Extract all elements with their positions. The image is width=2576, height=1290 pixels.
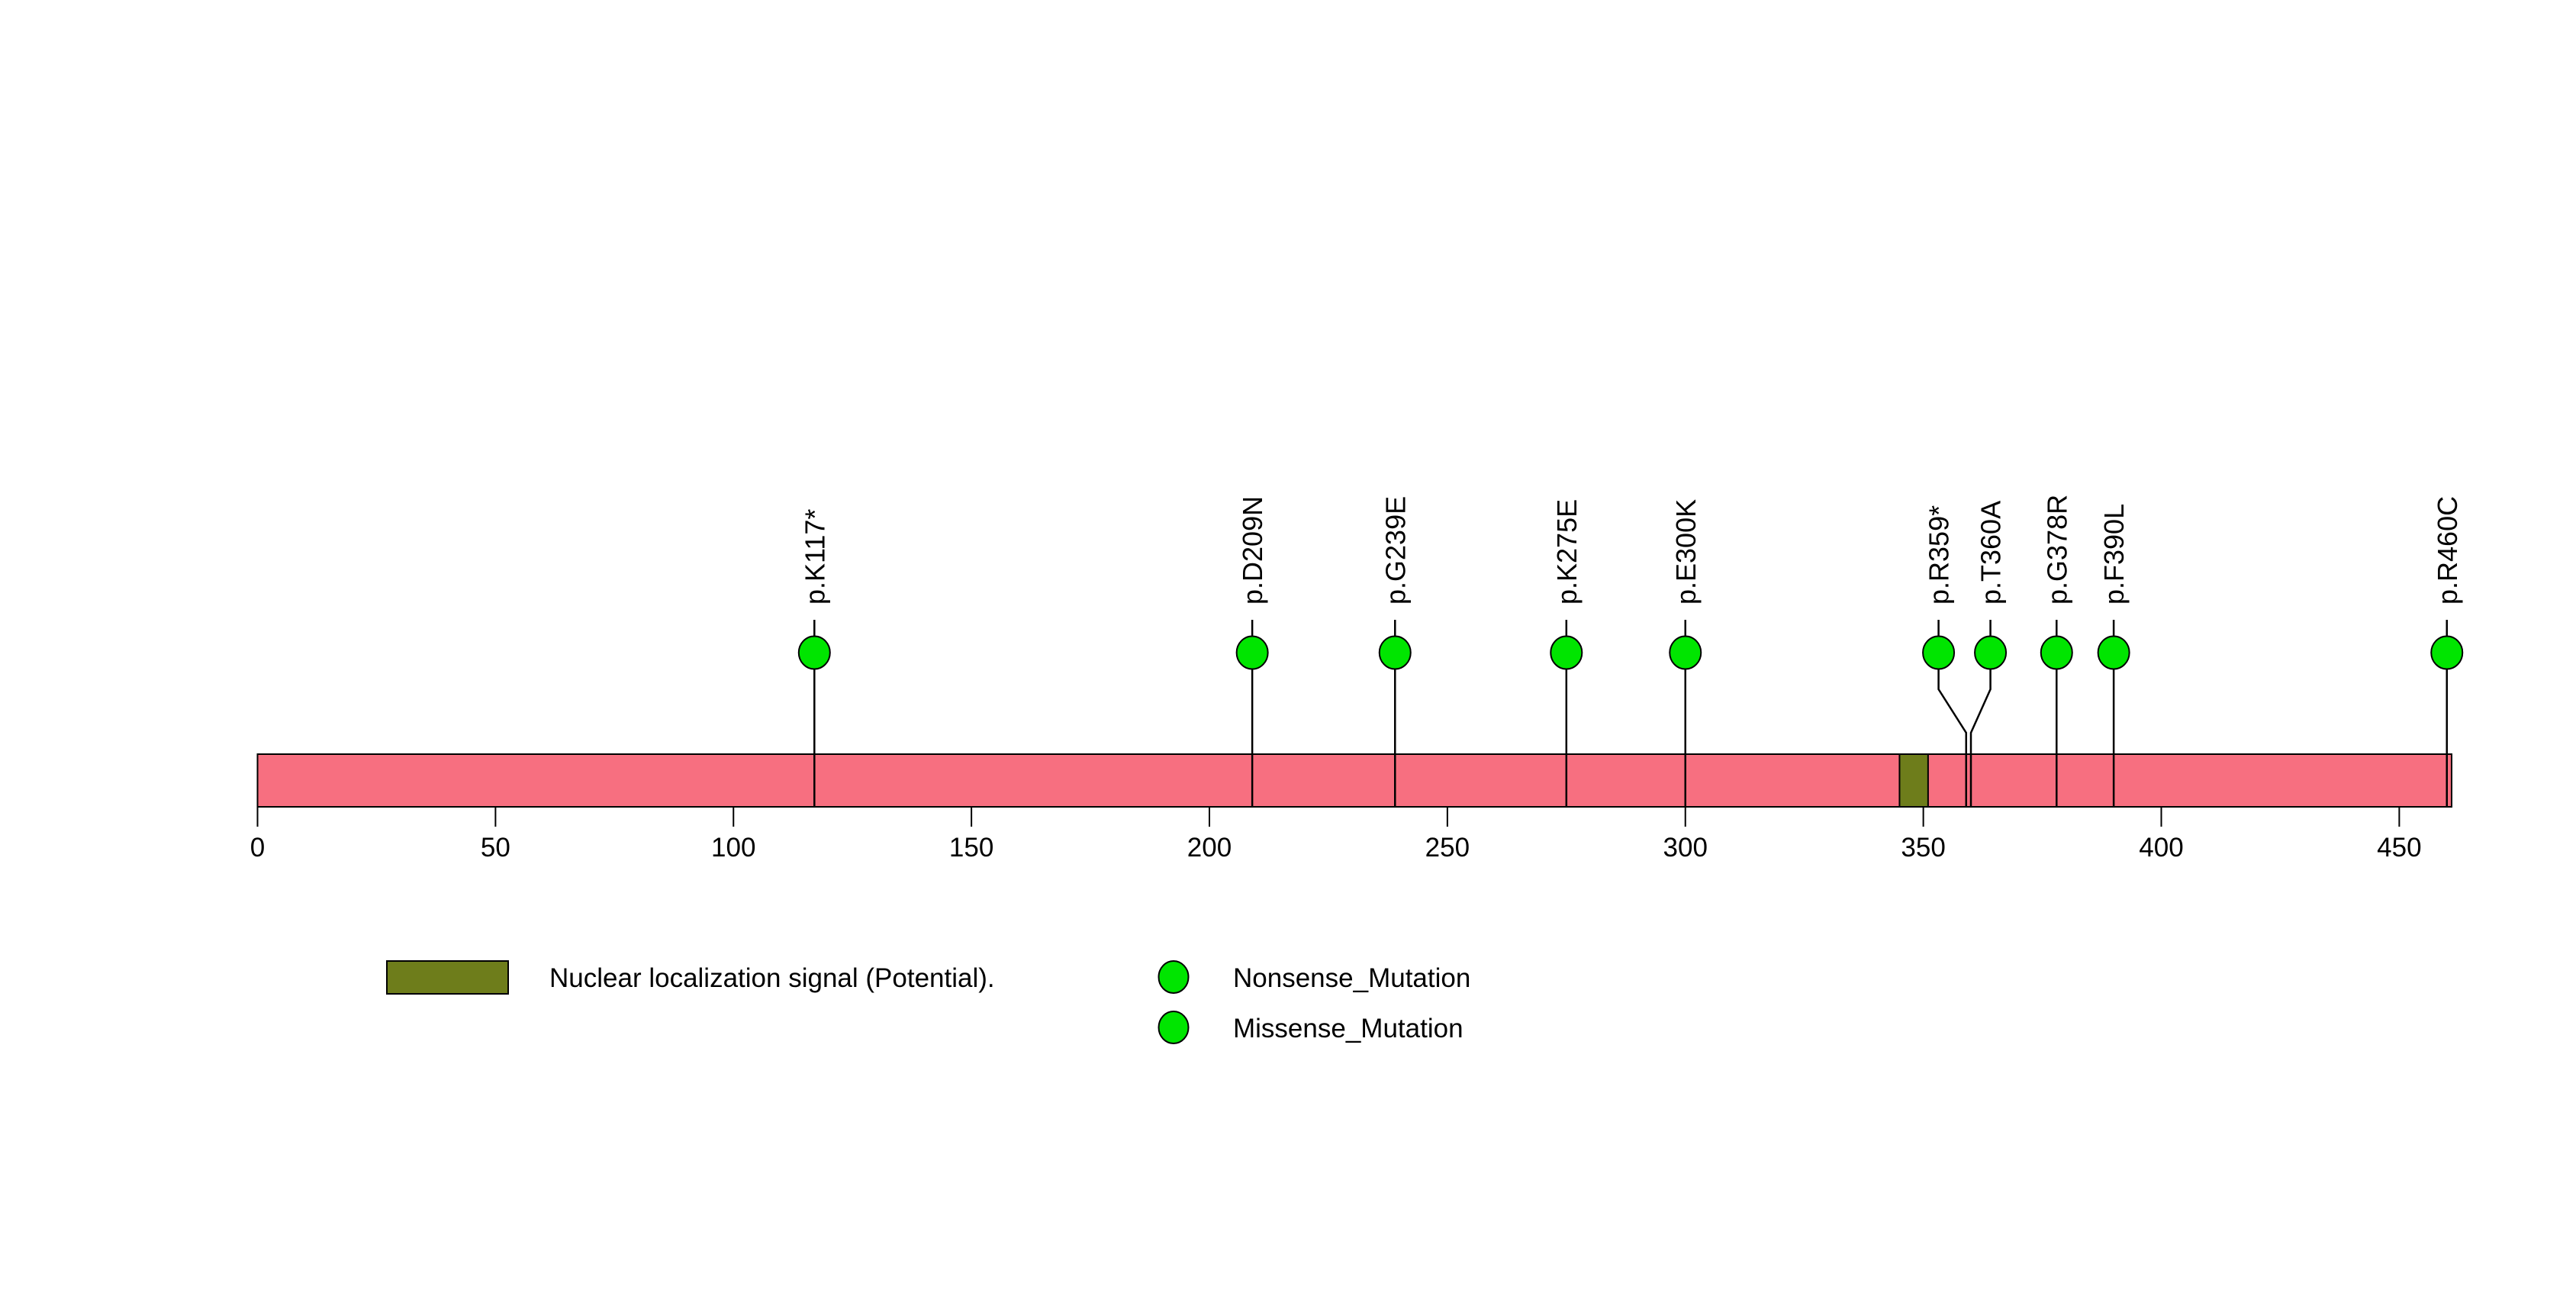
mutation-circle[interactable] <box>1235 635 1269 670</box>
axis-tick-label: 100 <box>711 833 755 863</box>
lollipops-group: p.K117* p.D209N p.G239E p.K275E p.E300K p.R35… <box>797 495 2464 807</box>
mutation-circle[interactable] <box>1922 635 1956 670</box>
axis-tick-label: 150 <box>949 833 993 863</box>
axis-tick-label: 0 <box>250 833 265 863</box>
mutation-circle[interactable] <box>2040 635 2073 670</box>
mutation-label: p.E300K <box>1670 499 1702 605</box>
axis-tick-label: 200 <box>1187 833 1232 863</box>
mutation-label: p.K275E <box>1551 499 1583 605</box>
mutation-label: p.R359* <box>1924 505 1955 605</box>
axis-tick-label: 450 <box>2377 833 2421 863</box>
mutation-circle[interactable] <box>1378 635 1412 670</box>
mutation-label: p.F390L <box>2098 504 2130 605</box>
axis-tick-label: 400 <box>2139 833 2183 863</box>
mutation-circle[interactable] <box>2097 635 2130 670</box>
legend: Nuclear localization signal (Potential).… <box>386 960 1470 1044</box>
axis-tick-label: 300 <box>1663 833 1708 863</box>
axis-tick-label: 50 <box>481 833 510 863</box>
mutation-circle[interactable] <box>2430 635 2464 670</box>
domain-legend-swatch <box>386 960 509 995</box>
missense-mutation-legend-marker <box>1158 1011 1190 1044</box>
mutation-label: p.R460C <box>2432 496 2463 605</box>
mutation-circle[interactable] <box>1550 635 1583 670</box>
missense-mutation-legend-label: Missense_Mutation <box>1233 1014 1463 1043</box>
mutation-label: p.G378R <box>2041 495 2072 605</box>
axis-tick-label: 250 <box>1425 833 1470 863</box>
mutation-circle[interactable] <box>1974 635 2008 670</box>
protein-domain <box>1898 753 1929 808</box>
nonsense-mutation-legend-label: Nonsense_Mutation <box>1233 963 1470 993</box>
protein-bar-group <box>256 753 2452 808</box>
mutation-circle[interactable] <box>1669 635 1702 670</box>
x-axis-group: 0 50 100 150 200 250 300 350 400 450 <box>250 807 2422 863</box>
mutation-label: p.T360A <box>1975 501 2007 605</box>
nonsense-mutation-legend-marker <box>1158 960 1190 994</box>
protein-bar <box>256 753 2452 808</box>
domain-legend-label: Nuclear localization signal (Potential). <box>549 963 995 993</box>
mutation-label: p.K117* <box>799 509 830 605</box>
mutation-label: p.D209N <box>1237 496 1268 605</box>
axis-tick-label: 350 <box>1901 833 1945 863</box>
mutation-circle[interactable] <box>797 635 831 670</box>
mutation-label: p.G239E <box>1380 496 1411 605</box>
